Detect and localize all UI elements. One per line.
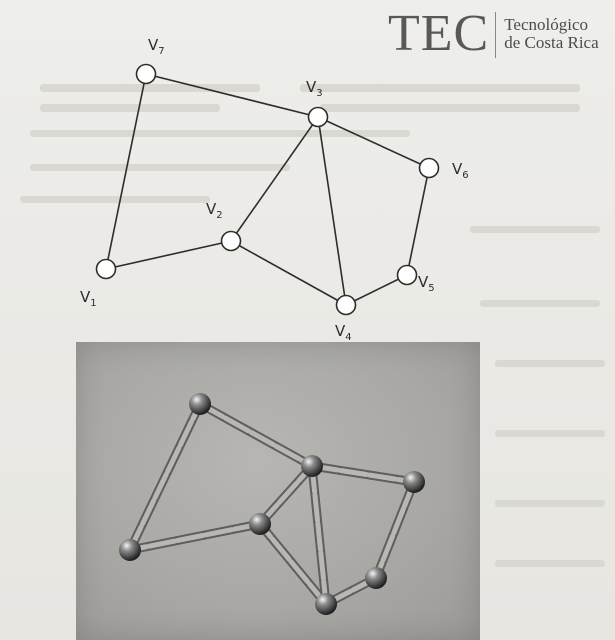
vertex-label-v5: V5 (418, 273, 435, 294)
magnetic-model-photo (76, 342, 480, 640)
vertex-label-v7: V7 (148, 36, 165, 57)
vertex-node-v6 (418, 157, 440, 179)
logo-wordmark: Tecnológico de Costa Rica (504, 16, 598, 52)
rod-v3-v4 (309, 463, 329, 607)
vertex-node-v4 (335, 294, 357, 316)
edge-v7-v3 (145, 73, 319, 118)
photo-illustration (119, 393, 425, 615)
edge-v6-v5 (406, 167, 430, 276)
steel-ball-v7 (189, 393, 211, 415)
vertex-node-v1 (95, 258, 117, 280)
rod-v7-v3 (197, 401, 315, 469)
institution-logo: TEC Tecnológico de Costa Rica (388, 8, 599, 60)
steel-ball-v6 (403, 471, 425, 493)
edge-v5-v4 (345, 274, 408, 306)
edge-v1-v7 (105, 73, 147, 270)
steel-ball-v2 (249, 513, 271, 535)
logo-mark: TEC (388, 5, 490, 62)
vertex-label-v6: V6 (452, 160, 469, 181)
rod-v2-v1 (127, 521, 263, 553)
steel-ball-v1 (119, 539, 141, 561)
steel-ball-v3 (301, 455, 323, 477)
vertex-node-v5 (396, 264, 418, 286)
logo-line-1: Tecnológico (504, 15, 588, 34)
rod-v2-v3 (257, 463, 315, 527)
steel-ball-v4 (315, 593, 337, 615)
rod-v1-v7 (127, 401, 203, 553)
logo-divider (495, 12, 497, 58)
edge-v3-v6 (317, 116, 430, 169)
steel-ball-v5 (365, 567, 387, 589)
rod-v3-v6 (309, 463, 417, 485)
rod-v6-v5 (373, 479, 417, 581)
vertex-label-v2: V2 (206, 200, 223, 221)
logo-line-2: de Costa Rica (504, 33, 599, 52)
vertex-node-v7 (135, 63, 157, 85)
rod-v4-v2 (257, 521, 329, 607)
vertex-label-v3: V3 (306, 78, 323, 99)
edge-v3-v4 (317, 116, 347, 306)
vertex-node-v2 (220, 230, 242, 252)
vertex-label-v1: V1 (80, 288, 97, 309)
vertex-node-v3 (307, 106, 329, 128)
edge-v2-v3 (230, 116, 319, 242)
vertex-label-v4: V4 (335, 322, 352, 340)
edge-v2-v1 (105, 240, 232, 270)
edge-v4-v2 (230, 240, 347, 306)
